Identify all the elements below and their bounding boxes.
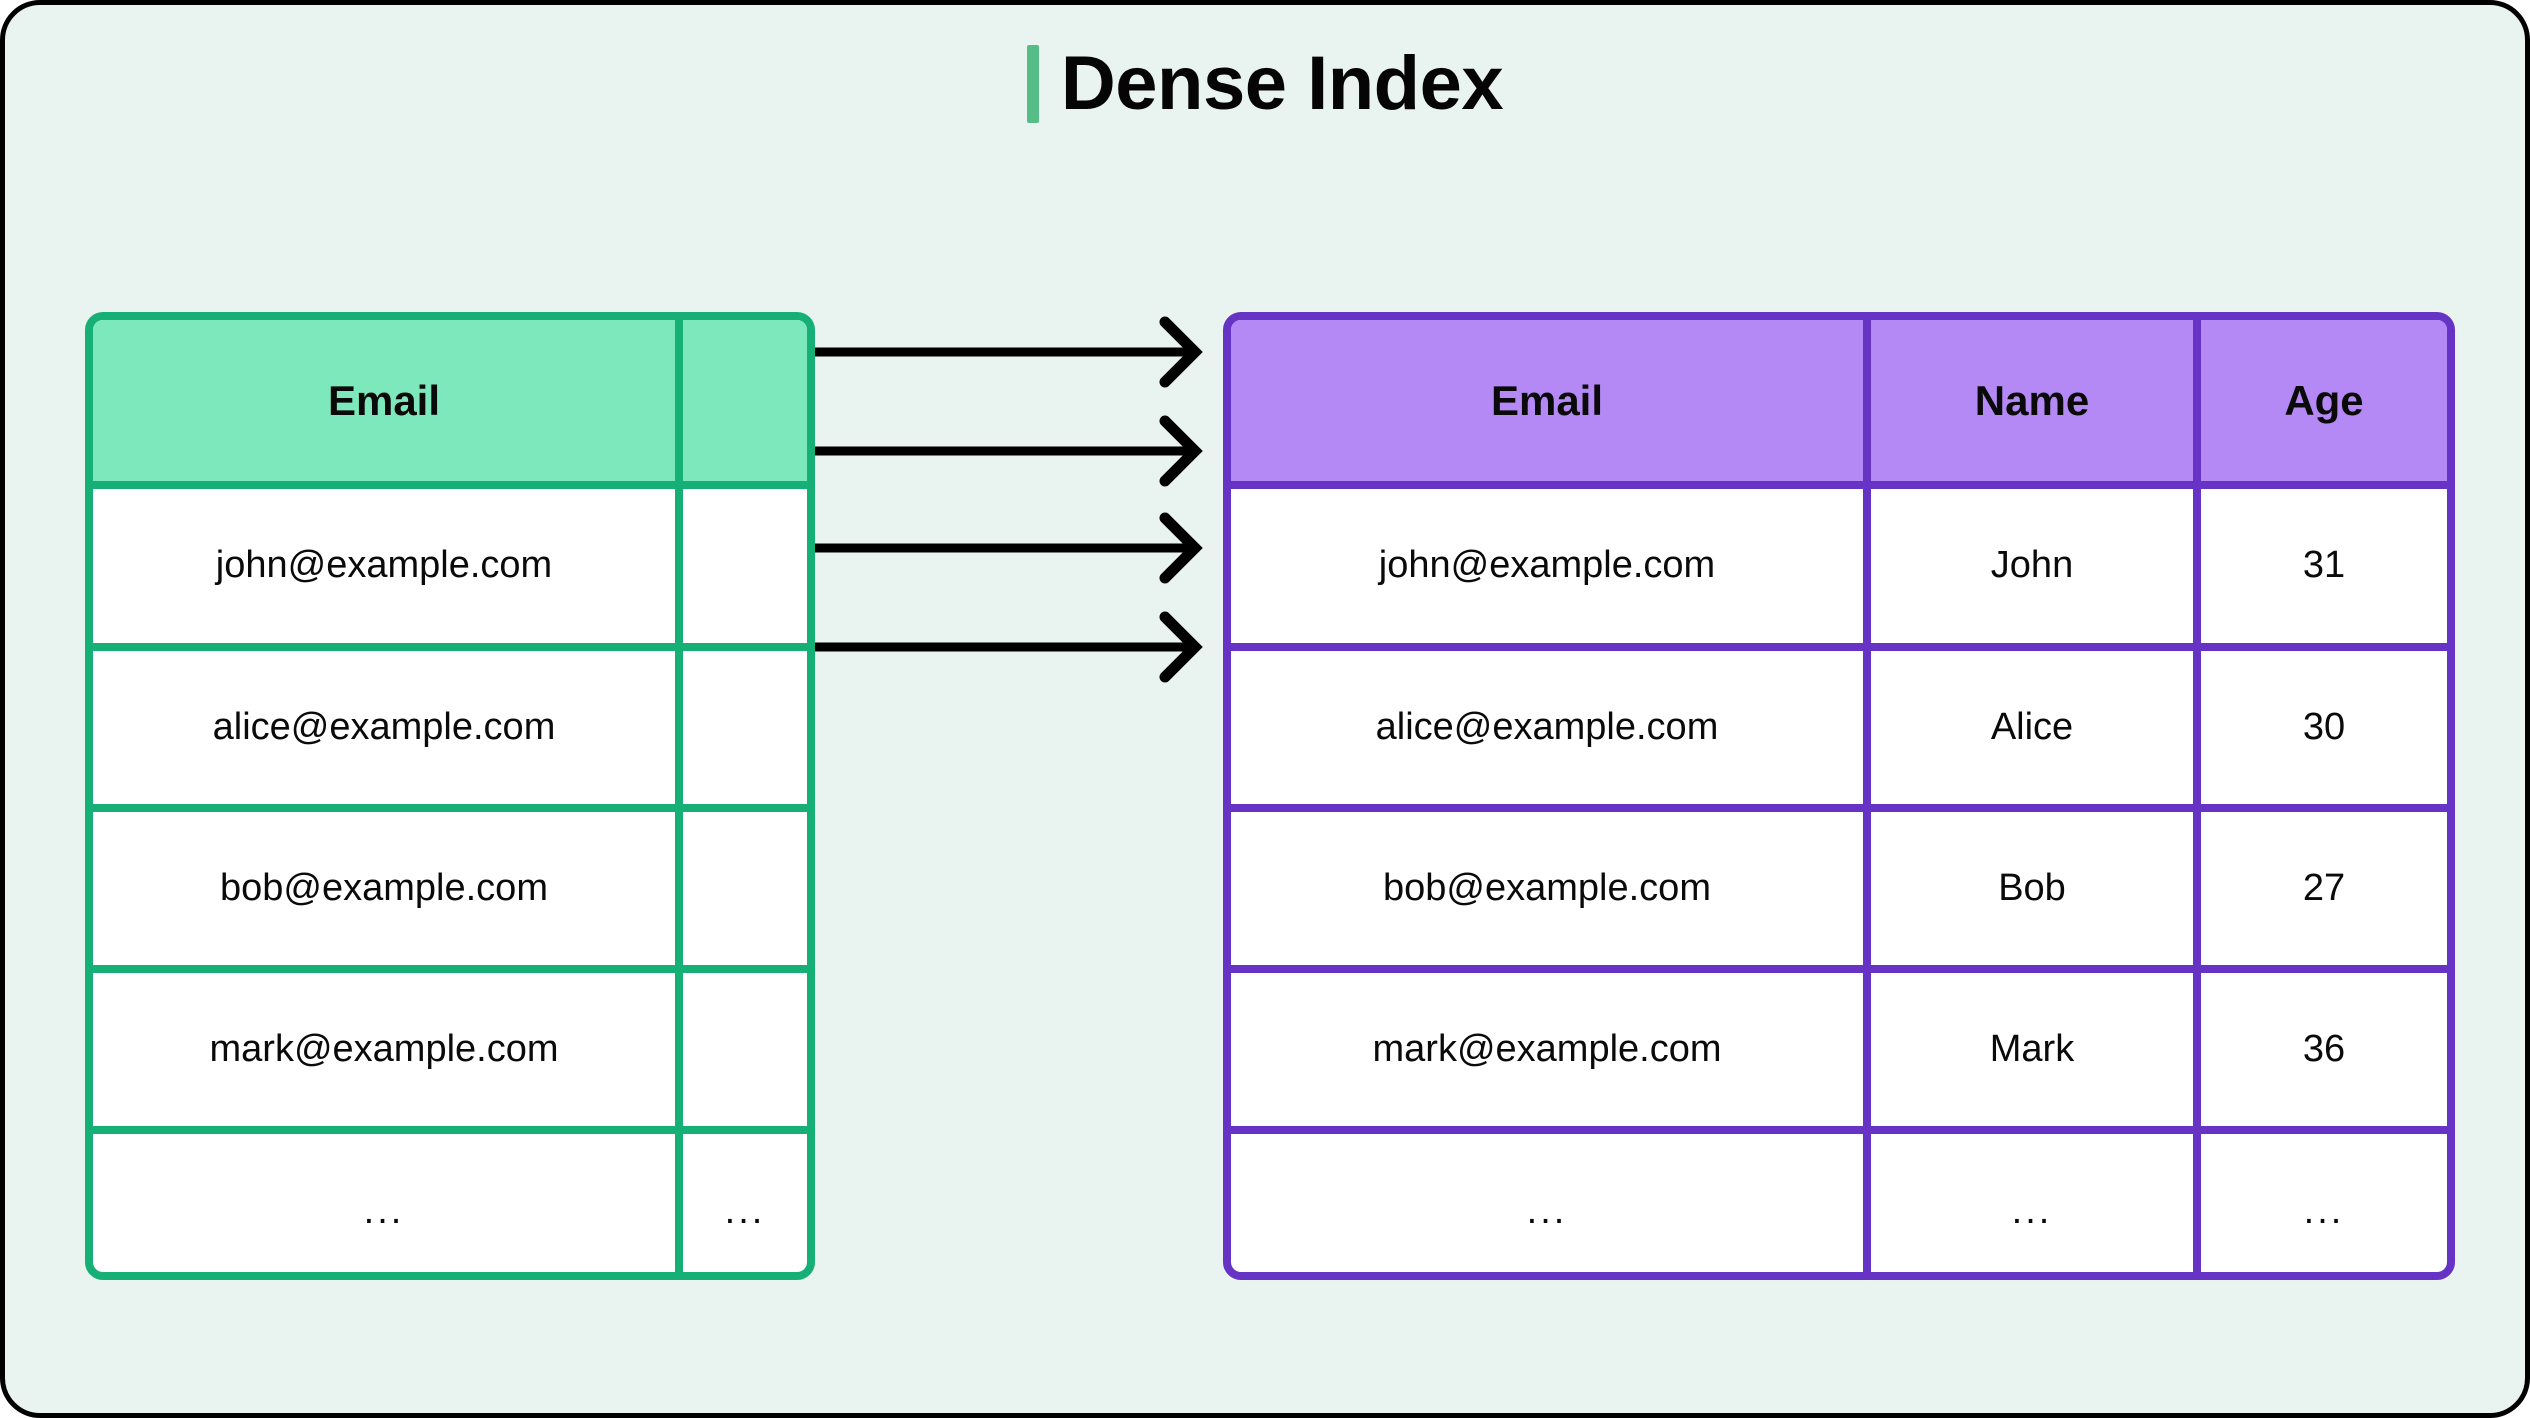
index-pointer-cell — [683, 973, 807, 1126]
dense-index-table: Email john@example.com alice@example.com… — [85, 312, 815, 1280]
index-header-row: Email — [93, 320, 807, 482]
index-key-cell: mark@example.com — [93, 973, 683, 1127]
table-row[interactable]: bob@example.com Bob 27 — [1231, 803, 2447, 966]
data-name-cell: ... — [1871, 1134, 2201, 1272]
table-row[interactable]: john@example.com John 31 — [1231, 481, 2447, 643]
index-key-cell: ... — [93, 1134, 683, 1272]
data-header-age: Age — [2201, 320, 2447, 482]
index-pointer-cell: ... — [724, 1189, 766, 1232]
table-row[interactable]: ... ... — [93, 1126, 807, 1272]
index-key-cell: john@example.com — [93, 489, 683, 643]
pointer-arrow-icon — [815, 316, 1203, 388]
index-pointer-cell — [683, 812, 807, 965]
table-row[interactable]: john@example.com — [93, 481, 807, 643]
index-header-pointer — [683, 320, 807, 482]
index-key-cell: bob@example.com — [93, 811, 683, 966]
data-age-cell: 27 — [2302, 867, 2346, 910]
page-title: Dense Index — [5, 45, 2525, 123]
data-age-cell: ... — [2303, 1189, 2345, 1232]
pointer-arrow-icon — [815, 611, 1203, 683]
index-pointer-cell — [683, 489, 807, 642]
data-email-cell: mark@example.com — [1231, 973, 1871, 1127]
table-row[interactable]: alice@example.com — [93, 642, 807, 804]
data-email-cell: ... — [1231, 1134, 1871, 1272]
table-row[interactable]: bob@example.com — [93, 803, 807, 966]
pointer-arrow-icon — [815, 415, 1203, 487]
table-row[interactable]: mark@example.com — [93, 965, 807, 1127]
data-age-cell: 36 — [2302, 1028, 2346, 1071]
table-row[interactable]: ... ... ... — [1231, 1126, 2447, 1272]
data-age-cell: 30 — [2302, 705, 2346, 748]
data-name-cell: John — [1871, 489, 2201, 643]
data-age-cell: 31 — [2302, 544, 2346, 587]
data-header-row: Email Name Age — [1231, 320, 2447, 482]
index-pointer-cell — [683, 651, 807, 804]
data-header-email: Email — [1231, 320, 1871, 482]
title-accent-bar — [1026, 45, 1039, 123]
data-email-cell: alice@example.com — [1231, 650, 1871, 804]
index-header-email: Email — [93, 320, 683, 482]
pointer-arrow-icon — [815, 512, 1203, 584]
data-email-cell: john@example.com — [1231, 489, 1871, 643]
data-name-cell: Alice — [1871, 650, 2201, 804]
data-records-table: Email Name Age john@example.com John 31 … — [1223, 312, 2455, 1280]
table-row[interactable]: alice@example.com Alice 30 — [1231, 642, 2447, 804]
index-key-cell: alice@example.com — [93, 650, 683, 804]
data-name-cell: Bob — [1871, 811, 2201, 966]
title-text: Dense Index — [1060, 41, 1504, 126]
data-name-cell: Mark — [1871, 973, 2201, 1127]
data-header-name: Name — [1871, 320, 2201, 482]
table-row[interactable]: mark@example.com Mark 36 — [1231, 965, 2447, 1127]
data-email-cell: bob@example.com — [1231, 811, 1871, 966]
